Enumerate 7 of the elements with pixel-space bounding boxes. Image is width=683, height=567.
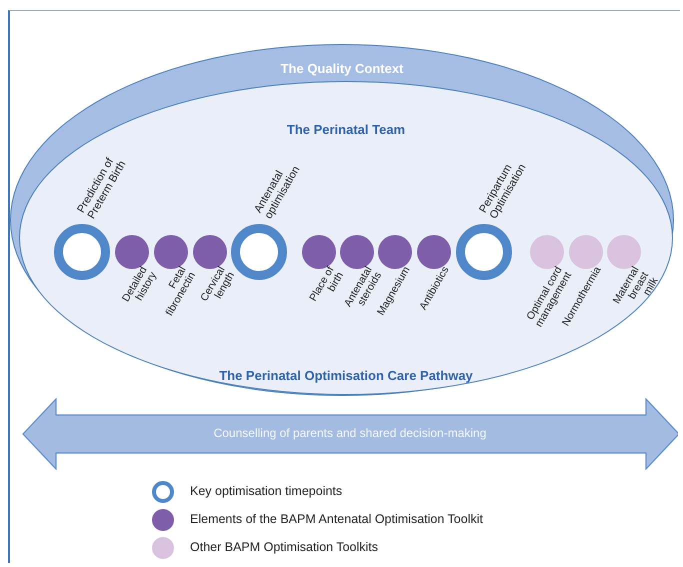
ellipse-title: The Perinatal Optimisation Care Pathway [218, 368, 474, 383]
ellipse-title: The Perinatal Team [286, 122, 406, 137]
legend-text: Elements of the BAPM Antenatal Optimisation Toolkit [190, 512, 483, 526]
legend-text: Other BAPM Optimisation Toolkits [190, 540, 378, 554]
double-arrow-band: Counselling of parents and shared decision-making [22, 398, 678, 470]
legend-text: Key optimisation timepoints [190, 484, 342, 498]
ellipse-title: The Quality Context [280, 61, 404, 76]
